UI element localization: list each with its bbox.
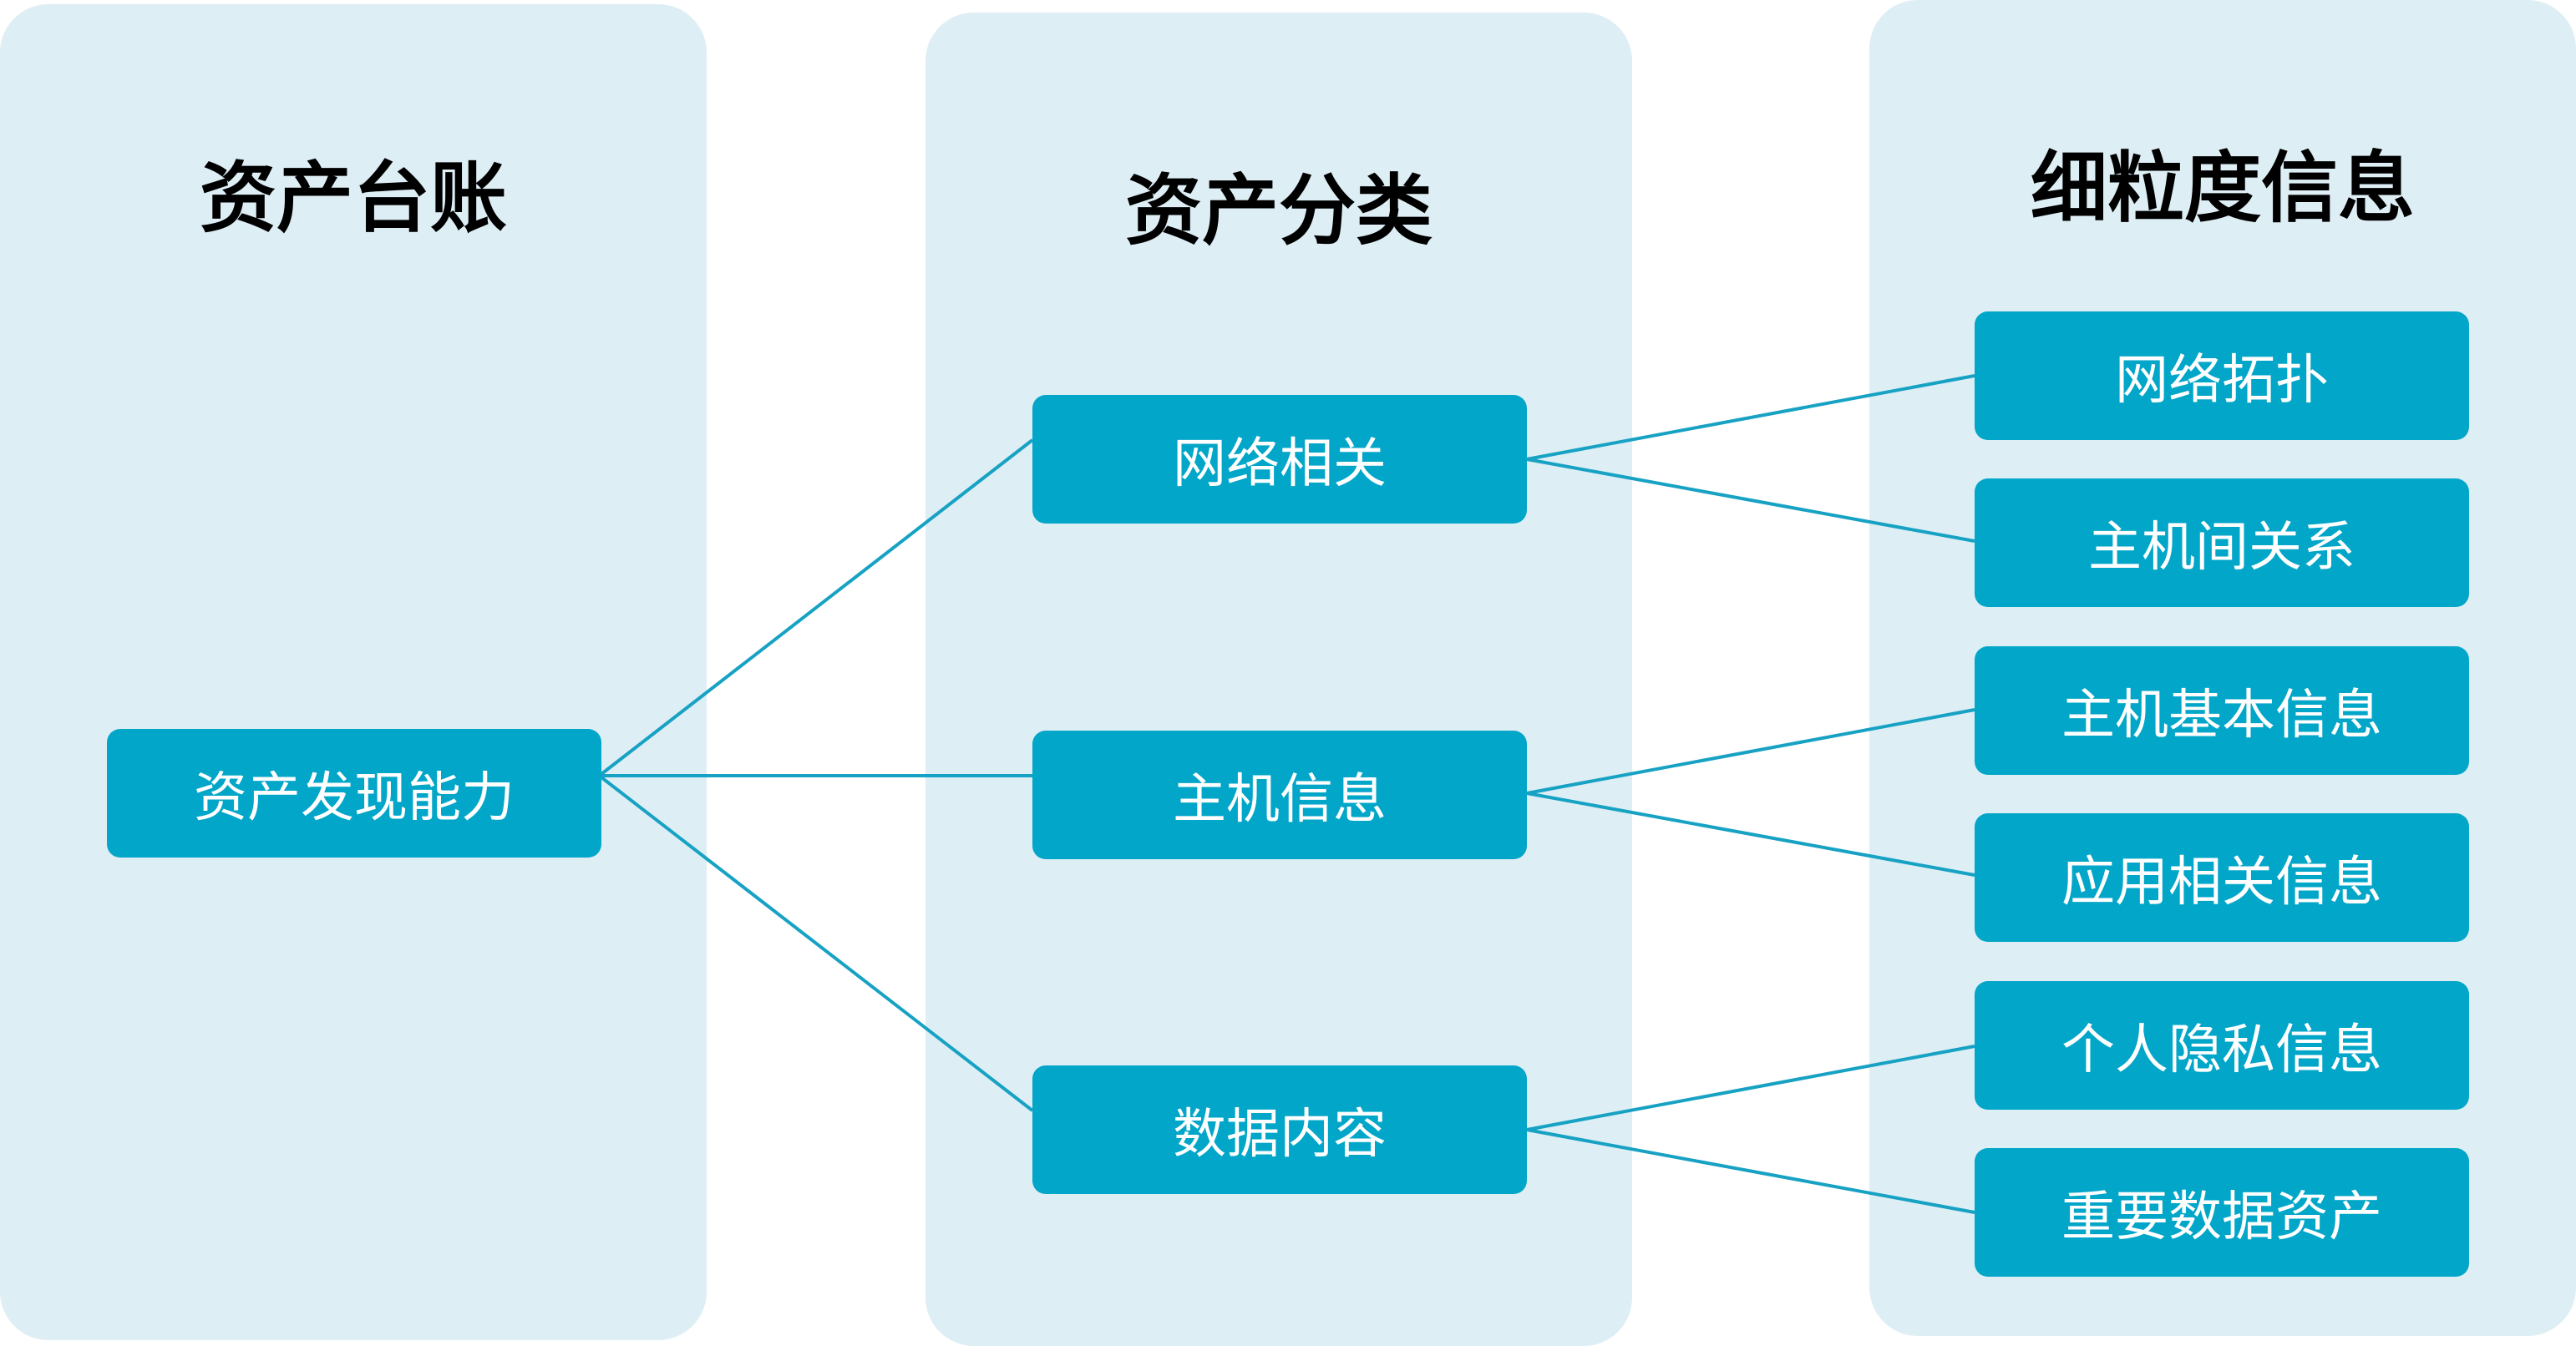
node-important-data-assets: 重要数据资产 bbox=[1975, 1148, 2469, 1277]
connector-network-to-host-relations bbox=[1526, 458, 1975, 543]
column-asset-ledger: 资产台账 bbox=[0, 4, 707, 1340]
column-title-fine-grained-info: 细粒度信息 bbox=[2030, 144, 2415, 233]
connector-host-to-basic-info bbox=[1526, 708, 1975, 795]
connector-root-to-network bbox=[600, 438, 1034, 776]
connector-host-to-app-info bbox=[1526, 792, 1975, 877]
connector-network-to-topology bbox=[1526, 374, 1975, 461]
connector-root-to-data bbox=[600, 776, 1034, 1112]
node-network-related: 网络相关 bbox=[1032, 395, 1527, 524]
node-data-content: 数据内容 bbox=[1032, 1065, 1527, 1194]
node-network-topology: 网络拓扑 bbox=[1975, 311, 2469, 440]
node-host-info: 主机信息 bbox=[1032, 731, 1527, 859]
column-title-asset-ledger: 资产台账 bbox=[199, 154, 507, 243]
node-personal-privacy-info: 个人隐私信息 bbox=[1975, 981, 2469, 1110]
node-host-basic-info: 主机基本信息 bbox=[1975, 646, 2469, 775]
connector-data-to-important-assets bbox=[1526, 1128, 1975, 1214]
node-host-relations: 主机间关系 bbox=[1975, 478, 2469, 607]
node-app-related-info: 应用相关信息 bbox=[1975, 813, 2469, 942]
column-title-asset-classification: 资产分类 bbox=[1124, 166, 1433, 256]
connector-data-to-privacy bbox=[1526, 1045, 1975, 1131]
node-asset-discovery: 资产发现能力 bbox=[107, 729, 601, 858]
